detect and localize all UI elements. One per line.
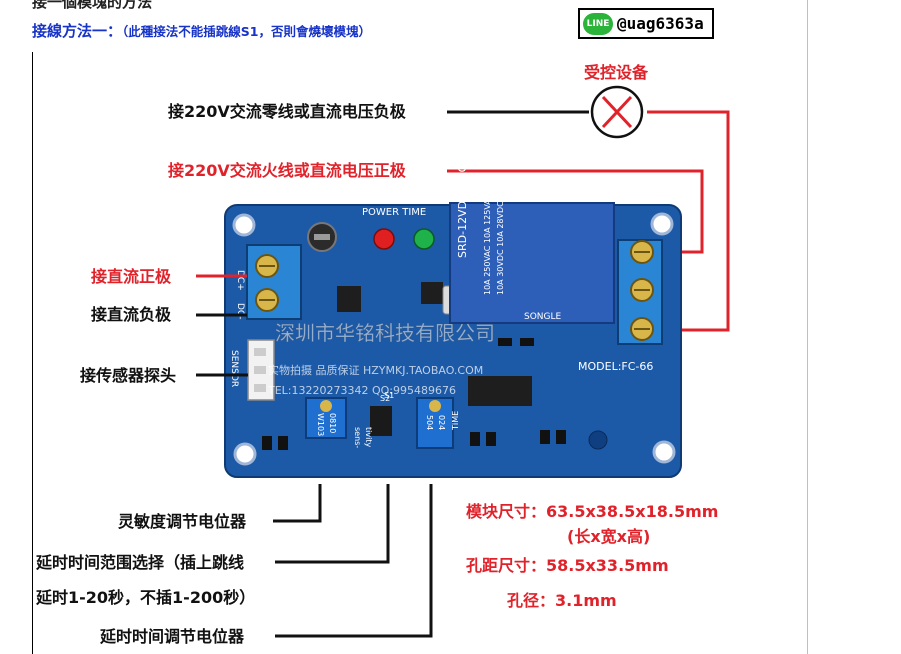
- delay-pot-line: [275, 484, 433, 638]
- power-led-icon: [373, 228, 395, 250]
- silk-dc-plus: DC+: [235, 270, 245, 291]
- label-dc-negative: 接直流负极: [91, 305, 172, 324]
- silk-dc-minus: DC-: [235, 303, 245, 319]
- mounting-hole: [233, 442, 257, 466]
- live-wire: [447, 169, 704, 254]
- jumper-header: [370, 406, 392, 436]
- method-heading-note: （此種接法不能插跳線S1，否則會燒壞模塊）: [122, 24, 371, 39]
- relay-brand: SONGLE: [524, 312, 562, 322]
- relay-rating-1: 10A 250VAC 10A 125VAC: [483, 193, 492, 295]
- label-sensitivity-pot: 灵敏度调节电位器: [118, 512, 247, 531]
- timer-chip: [468, 376, 532, 406]
- load-device-label: 受控设备: [584, 63, 649, 82]
- spec-hole-diameter: 孔径：3.1mm: [507, 591, 617, 610]
- silk-jumper: S2: [380, 394, 390, 403]
- silk-tivity: tivity: [364, 427, 373, 447]
- label-delay-range-1: 延时时间范围选择（插上跳线: [35, 553, 244, 572]
- label-ac-neutral: 接220V交流零线或直流电压负极: [168, 102, 407, 121]
- test-point: [588, 430, 608, 450]
- pot-1-code: W103: [316, 413, 325, 436]
- label-ac-live: 接220V交流火线或直流电压正极: [168, 161, 407, 180]
- silk-s1: S1: [384, 391, 394, 400]
- label-delay-range-2: 延时1-20秒，不插1-200秒）: [35, 588, 255, 607]
- line-id-text: @uag6363a: [617, 14, 704, 33]
- mounting-hole: [652, 440, 676, 464]
- spec-module-size: 模块尺寸：63.5x38.5x18.5mm: [466, 502, 718, 521]
- cut-off-heading: 接一個模塊的方法: [32, 0, 153, 10]
- page-divider: [807, 0, 808, 654]
- line-logo-icon: LINE: [583, 13, 613, 35]
- mounting-hole: [232, 213, 256, 237]
- line-id-badge: LINE @uag6363a: [578, 8, 714, 39]
- label-dc-positive: 接直流正极: [91, 267, 172, 286]
- spec-hole-pitch: 孔距尺寸：58.5x33.5mm: [466, 556, 669, 575]
- relay: [449, 202, 615, 324]
- relay-model: SRD-12VDC-SL-C: [456, 164, 469, 258]
- delay-range-line: [275, 484, 390, 564]
- chip: [337, 286, 361, 312]
- relay-module-board: DC+ DC- SENSOR POWER TIME SRD-12VDC-SL-C…: [224, 164, 682, 478]
- pot-2-code: 504: [425, 415, 434, 430]
- image-frame-line: [32, 52, 33, 654]
- silk-sensor: SENSOR: [229, 350, 239, 387]
- silk-sens: sens-: [353, 427, 362, 448]
- label-sensor-probe: 接传感器探头: [80, 366, 176, 385]
- silk-model: MODEL:FC-66: [578, 360, 653, 373]
- silk-time: TIME: [451, 411, 460, 431]
- spec-module-size-note: (长x宽x高): [567, 527, 650, 546]
- method-heading-main: 接線方法一：: [32, 22, 123, 40]
- method-heading: 接線方法一：（此種接法不能插跳線S1，否則會燒壞模塊）: [32, 20, 371, 41]
- silk-power-time: POWER TIME: [362, 207, 426, 218]
- chip: [421, 282, 443, 304]
- sensitivity-pot-line: [273, 484, 322, 523]
- load-device-icon: [590, 85, 644, 139]
- watermark-line-3: TEL:13220273342 QQ:995489676: [267, 384, 456, 397]
- relay-rating-2: 10A 30VDC 10A 28VDC: [496, 201, 505, 295]
- label-delay-pot: 延时时间调节电位器: [99, 627, 245, 646]
- pot-2-sub: 024: [437, 415, 446, 430]
- watermark-line-2: 实物拍摄 品质保证 HZYMKJ.TAOBAO.COM: [268, 363, 483, 377]
- mounting-hole: [650, 212, 674, 236]
- time-led-icon: [413, 228, 435, 250]
- pot-1-sub: 0810: [328, 413, 337, 433]
- watermark-company: 深圳市华铭科技有限公司: [275, 321, 495, 345]
